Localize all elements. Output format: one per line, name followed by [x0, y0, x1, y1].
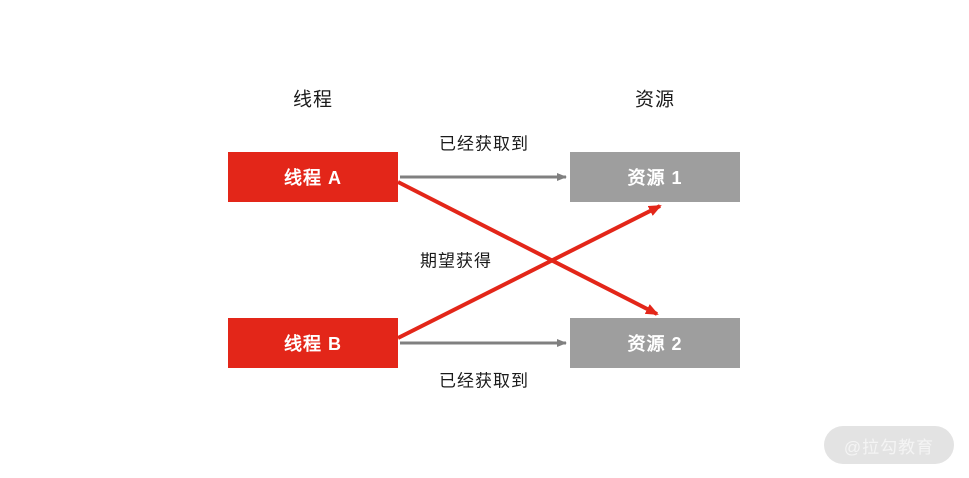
node-resource-1: 资源 1	[570, 152, 740, 202]
edge-thread-a-wants-resource-2	[397, 180, 659, 316]
edge-thread-b-wants-resource-1	[397, 204, 662, 340]
edge-label-acquired-bottom: 已经获取到	[439, 371, 529, 391]
edge-label-waiting: 期望获得	[420, 251, 492, 271]
node-resource-2: 资源 2	[570, 318, 740, 368]
watermark-badge: @拉勾教育	[824, 426, 954, 464]
node-thread-a: 线程 A	[228, 152, 398, 202]
column-header-resource: 资源	[634, 89, 676, 111]
column-header-thread: 线程	[292, 89, 334, 111]
node-thread-b: 线程 B	[228, 318, 398, 368]
edge-label-acquired-top: 已经获取到	[439, 134, 529, 154]
